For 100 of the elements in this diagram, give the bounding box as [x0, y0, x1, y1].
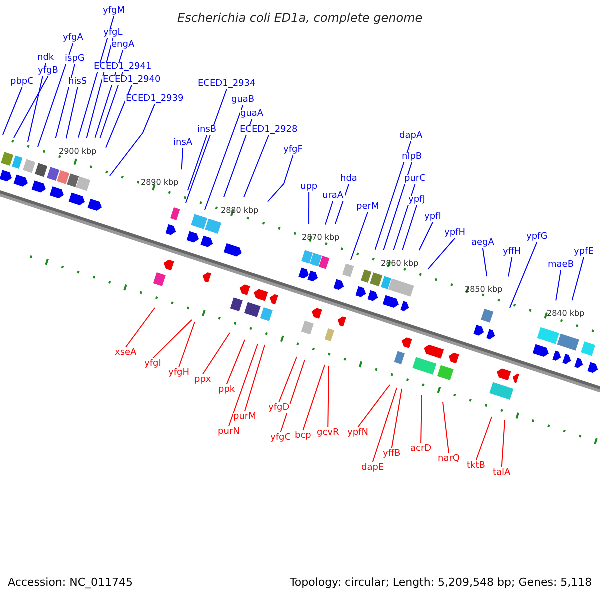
leader-line: [350, 212, 368, 260]
leader-line: [152, 320, 192, 359]
leader-line: [223, 119, 253, 198]
leader-line: [244, 135, 270, 198]
gene-label: ypfI: [424, 212, 442, 222]
leader-line: [186, 89, 228, 204]
leader-line: [55, 64, 76, 139]
gene-label: ECED1_2941: [93, 62, 153, 72]
gene-label: yfgB: [37, 66, 60, 76]
gene-label: gcvR: [316, 428, 340, 438]
leader-line: [325, 201, 334, 226]
scale-label: 2870 kbp: [302, 234, 340, 242]
leader-line: [267, 155, 294, 202]
leader-line: [187, 135, 208, 192]
leader-line: [420, 394, 422, 444]
leader-line: [372, 388, 398, 463]
leader-line: [393, 184, 416, 251]
leader-line: [391, 388, 402, 449]
gene-label: hda: [340, 174, 358, 184]
gene-label: ypfN: [346, 428, 370, 438]
gene-label: acrD: [410, 444, 433, 454]
leader-line: [357, 384, 390, 428]
leader-line: [278, 356, 298, 403]
leader-line: [14, 76, 49, 138]
leader-line: [106, 85, 132, 148]
gene-label: ypfE: [573, 248, 595, 256]
gene-label: uraA: [322, 192, 345, 200]
gene-label: ECED1_2934: [197, 80, 257, 88]
scale-label: 2890 kbp: [141, 179, 179, 187]
leader-line: [572, 257, 584, 302]
leader-line: [508, 257, 513, 278]
leader-line: [66, 87, 78, 140]
gene-label: ECED1_2928: [239, 126, 299, 134]
gene-label: yfgM: [102, 6, 126, 16]
leader-line: [28, 63, 46, 142]
gene-label: dapA: [398, 132, 424, 140]
scale-label: 2880 kbp: [221, 207, 259, 215]
gene-label: yfgH: [168, 368, 190, 378]
scale-label: 2900 kbp: [59, 148, 97, 156]
gene-label: guaB: [230, 96, 256, 104]
leader-line: [86, 38, 114, 139]
leader-line: [181, 148, 184, 170]
leader-line: [125, 308, 156, 348]
gene-label: aegA: [470, 238, 496, 248]
scale-label: 2840 kbp: [547, 310, 585, 318]
gene-label: ppx: [194, 376, 212, 384]
gene-label: ECED1_2939: [125, 94, 185, 104]
gene-label: hisS: [68, 78, 88, 86]
leader-line: [374, 141, 412, 250]
gene-label: ypfG: [526, 232, 549, 242]
leader-line: [226, 340, 246, 385]
gene-label: upp: [300, 182, 319, 192]
leader-line: [328, 366, 330, 428]
gene-label: talA: [492, 468, 512, 478]
gene-label: guaA: [240, 110, 265, 118]
gene-label: pbpC: [10, 78, 35, 86]
gene-label: dapE: [360, 464, 386, 472]
gene-label: maeB: [547, 260, 575, 270]
gene-label: yfgF: [282, 146, 304, 154]
gene-label: ispG: [64, 54, 86, 64]
gene-label: perM: [356, 202, 380, 212]
gene-label: ppk: [218, 386, 236, 394]
leader-line: [334, 184, 350, 225]
leader-line: [402, 205, 418, 251]
gene-label: narQ: [437, 454, 462, 464]
gene-label: ypfH: [444, 228, 466, 238]
leader-line: [428, 238, 456, 270]
diagram-title: Escherichia coli ED1a, complete genome: [178, 12, 423, 24]
gene-label: yfgD: [268, 404, 291, 412]
leader-line: [228, 344, 258, 427]
gene-label: nlpB: [401, 152, 424, 162]
leader-line: [501, 420, 506, 468]
gene-label: purC: [404, 174, 427, 184]
gene-label: ypfJ: [408, 196, 426, 204]
gene-label: purN: [217, 428, 241, 436]
leader-line: [280, 360, 306, 433]
leader-line: [308, 192, 310, 226]
gene-label: ECED1_2940: [102, 76, 162, 84]
leader-line: [418, 222, 434, 252]
leader-line: [204, 105, 244, 210]
leader-line: [38, 43, 74, 148]
gene-label: purM: [232, 412, 258, 422]
leader-line: [383, 162, 413, 251]
gene-label: yfgL: [102, 28, 124, 38]
gene-label: tktB: [466, 462, 486, 470]
leader-line: [110, 104, 156, 176]
leader-line: [78, 16, 114, 138]
leader-line: [482, 248, 488, 278]
leader-line: [510, 242, 538, 308]
gene-label: insB: [196, 126, 218, 134]
gene-label: yfgC: [270, 434, 292, 442]
gene-label: xseA: [114, 348, 138, 358]
leader-line: [2, 87, 23, 136]
gene-label: bcp: [294, 432, 312, 440]
leader-line: [244, 344, 266, 412]
gene-label: yfgI: [144, 360, 162, 368]
leader-line: [178, 322, 196, 368]
leader-line: [442, 402, 450, 454]
leader-line: [476, 416, 492, 461]
gene-label: yfgA: [62, 34, 84, 42]
